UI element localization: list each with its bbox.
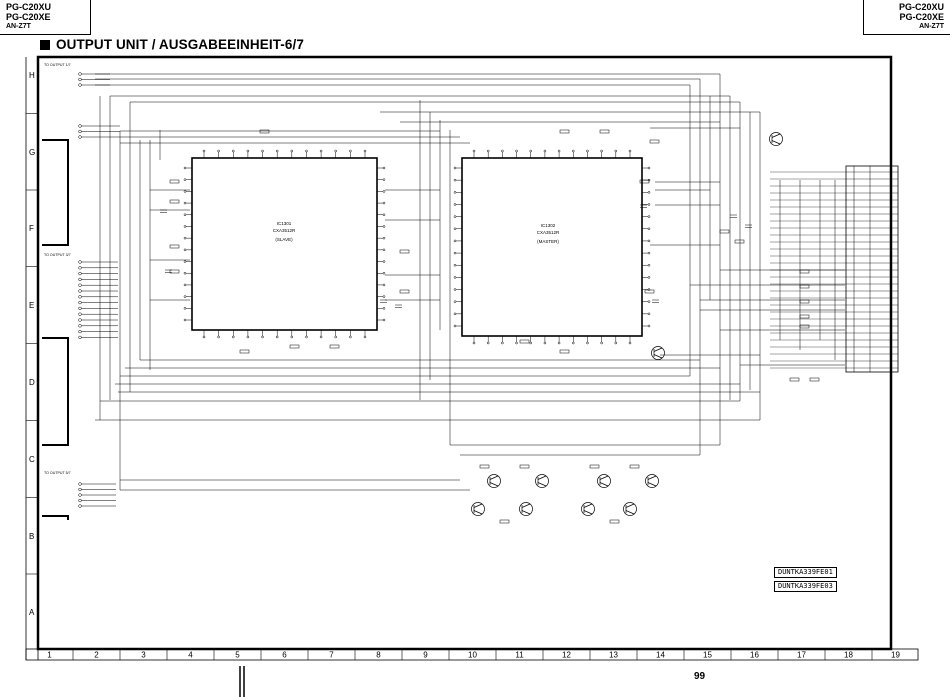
column-label-10: 10 <box>468 651 477 660</box>
title-square-icon <box>40 40 50 50</box>
ic1301-part: CXA3512R <box>273 228 296 233</box>
column-label-12: 12 <box>562 651 571 660</box>
row-labels: H G F E D C B A <box>29 71 35 617</box>
row-label-h: H <box>29 71 35 80</box>
row-label-e: E <box>29 301 34 310</box>
column-label-4: 4 <box>188 651 193 660</box>
row-label-c: C <box>29 455 35 464</box>
column-label-3: 3 <box>141 651 146 660</box>
ic1301-role: (SLAVE) <box>275 237 293 242</box>
column-label-18: 18 <box>844 651 853 660</box>
page-title-text: OUTPUT UNIT / AUSGABEEINHEIT-6/7 <box>56 37 304 52</box>
label-to-output-3: TO OUTPUT 3/7 <box>44 253 71 257</box>
connector-pins-h <box>78 72 110 87</box>
column-label-8: 8 <box>376 651 381 660</box>
connector-pins-e <box>78 260 118 340</box>
header-model-right-2: PG-C20XE <box>899 12 944 22</box>
right-connector-block <box>770 165 899 373</box>
header-model-box-right: PG-C20XU PG-C20XE AN-Z7T <box>863 0 950 35</box>
doc-code-2: DUNTKA339FE03 <box>774 581 837 592</box>
header-sub-left: AN-Z7T <box>6 23 31 30</box>
label-to-output-1: TO OUTPUT 1/7 <box>44 63 71 67</box>
column-label-5: 5 <box>235 651 240 660</box>
connector-bracket-e <box>42 337 69 446</box>
header-model-right-1: PG-C20XU <box>898 2 944 12</box>
ic1302-part: CXA3512R <box>537 230 560 235</box>
wiring <box>95 73 845 491</box>
row-label-d: D <box>29 378 35 387</box>
column-label-19: 19 <box>891 651 900 660</box>
header-model-left-1: PG-C20XU <box>6 2 52 12</box>
page-number: 99 <box>694 671 706 682</box>
header-model-left-2: PG-C20XE <box>6 12 51 22</box>
column-label-14: 14 <box>656 651 665 660</box>
label-to-output-5: TO OUTPUT 5/7 <box>44 471 71 475</box>
ic1302-ref: IC1302 <box>541 223 556 228</box>
row-label-f: F <box>29 224 34 233</box>
column-label-17: 17 <box>797 651 806 660</box>
column-ticks <box>72 649 873 660</box>
row-label-g: G <box>29 148 35 157</box>
schematic-frame <box>36 55 893 651</box>
page-title: OUTPUT UNIT / AUSGABEEINHEIT-6/7 <box>40 37 304 52</box>
column-label-6: 6 <box>282 651 287 660</box>
column-label-7: 7 <box>329 651 334 660</box>
ic1302-chip: IC1302 CXA3512R (MASTER) <box>453 149 651 345</box>
passive-components <box>160 129 820 524</box>
ic1301-ref: IC1301 <box>277 221 292 226</box>
column-label-15: 15 <box>703 651 712 660</box>
row-label-a: A <box>29 608 35 617</box>
header-model-box-left: PG-C20XU PG-C20XE AN-Z7T <box>0 0 91 35</box>
doc-code-1: DUNTKA339FE01 <box>774 567 837 578</box>
column-label-1: 1 <box>47 651 52 660</box>
connector-pins-g <box>78 124 120 139</box>
connector-bracket-b <box>42 515 69 520</box>
row-label-b: B <box>29 532 34 541</box>
ic1302-role: (MASTER) <box>537 239 559 244</box>
column-label-2: 2 <box>94 651 99 660</box>
connector-pins-c <box>78 482 116 508</box>
ic1301-chip: IC1301 CXA3512R (SLAVE) <box>183 149 386 339</box>
column-label-13: 13 <box>609 651 618 660</box>
column-label-11: 11 <box>515 651 524 660</box>
column-label-9: 9 <box>423 651 428 660</box>
header-sub-right: AN-Z7T <box>919 23 944 30</box>
column-label-16: 16 <box>750 651 759 660</box>
connector-bracket-g <box>42 139 69 246</box>
row-ticks <box>26 113 38 575</box>
column-strip <box>25 648 919 661</box>
transistor-array <box>471 132 783 516</box>
